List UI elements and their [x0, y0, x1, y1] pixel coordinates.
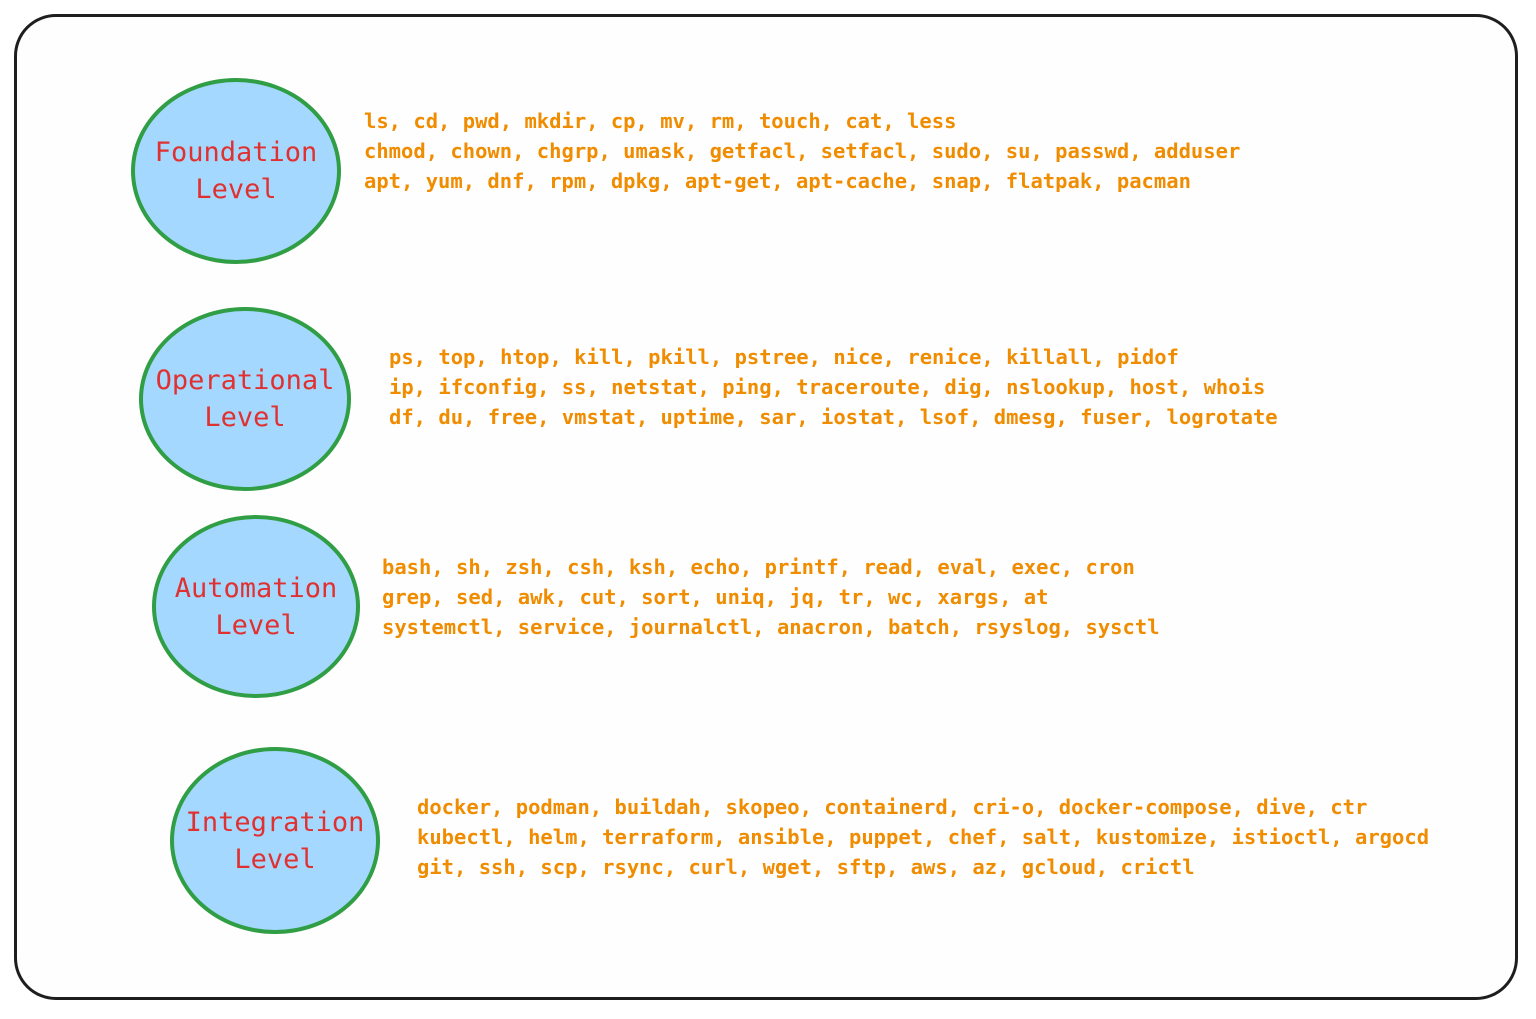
level-name-line1: Foundation — [154, 137, 318, 168]
level-name-line2: Level — [204, 402, 286, 433]
foundation-level-circle: Foundation Level — [131, 78, 341, 264]
command-line: apt, yum, dnf, rpm, dpkg, apt-get, apt-c… — [364, 169, 1191, 193]
command-line: docker, podman, buildah, skopeo, contain… — [417, 795, 1368, 819]
command-line: git, ssh, scp, rsync, curl, wget, sftp, … — [417, 855, 1195, 879]
integration-command-list: docker, podman, buildah, skopeo, contain… — [417, 792, 1429, 882]
command-line: ps, top, htop, kill, pkill, pstree, nice… — [389, 345, 1179, 369]
command-line: ip, ifconfig, ss, netstat, ping, tracero… — [389, 375, 1266, 399]
level-name-line1: Automation — [174, 572, 338, 604]
automation-level-circle: Automation Level — [152, 515, 360, 698]
foundation-command-list: ls, cd, pwd, mkdir, cp, mv, rm, touch, c… — [364, 106, 1240, 196]
integration-level-circle: Integration Level — [170, 747, 380, 934]
command-line: bash, sh, zsh, csh, ksh, echo, printf, r… — [382, 555, 1135, 579]
command-line: systemctl, service, journalctl, anacron,… — [382, 615, 1160, 639]
command-line: ls, cd, pwd, mkdir, cp, mv, rm, touch, c… — [364, 109, 957, 133]
level-name-line2: Level — [234, 843, 316, 875]
operational-level-circle: Operational Level — [139, 307, 351, 491]
level-name-line2: Level — [195, 174, 277, 205]
level-name-line1: Operational — [155, 365, 335, 396]
command-line: grep, sed, awk, cut, sort, uniq, jq, tr,… — [382, 585, 1049, 609]
command-line: chmod, chown, chgrp, umask, getfacl, set… — [364, 139, 1241, 163]
command-line: kubectl, helm, terraform, ansible, puppe… — [417, 825, 1430, 849]
level-name-line2: Level — [215, 609, 297, 641]
operational-command-list: ps, top, htop, kill, pkill, pstree, nice… — [389, 342, 1278, 432]
automation-command-list: bash, sh, zsh, csh, ksh, echo, printf, r… — [382, 552, 1160, 642]
command-line: df, du, free, vmstat, uptime, sar, iosta… — [389, 405, 1278, 429]
level-name-line1: Integration — [185, 806, 365, 838]
